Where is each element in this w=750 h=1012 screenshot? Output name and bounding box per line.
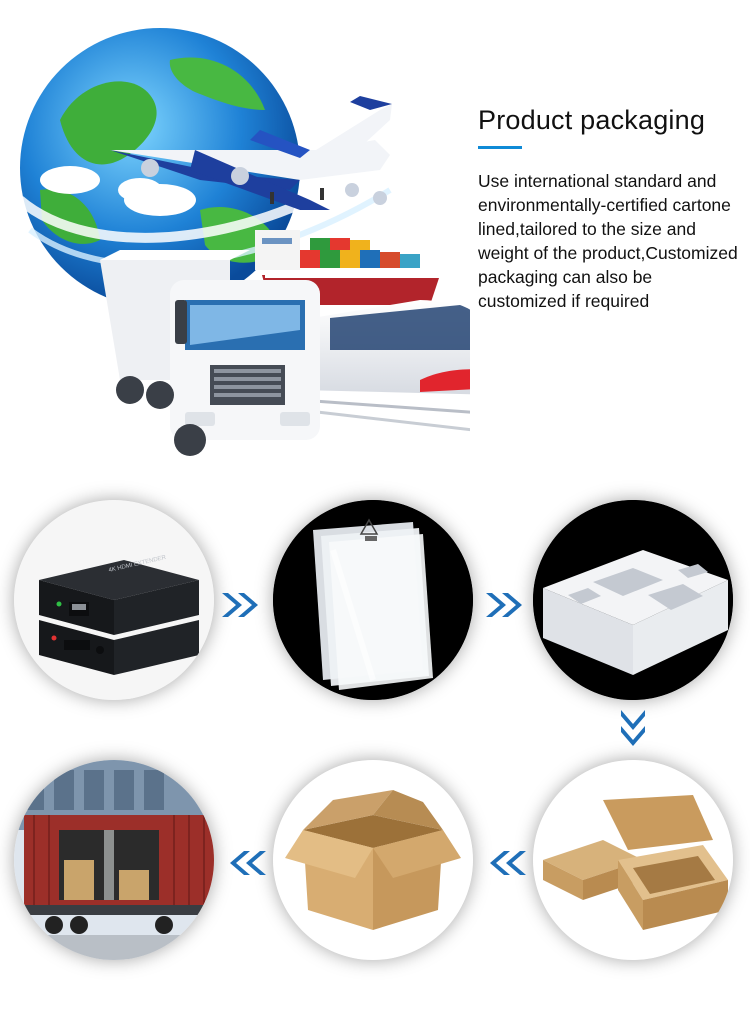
plastic-bag-icon <box>273 500 473 700</box>
packaging-description: Use international standard and environme… <box>478 171 738 312</box>
logistics-illustration <box>0 0 470 470</box>
step-cardboard-box <box>533 760 733 960</box>
arrow-down-icon <box>618 708 648 752</box>
step-product: 4K HDMI EXTENDER <box>14 500 214 700</box>
arrow-right-icon <box>484 590 528 620</box>
truck-icon <box>100 250 320 456</box>
train-icon <box>299 300 470 432</box>
airplane-icon <box>110 96 392 210</box>
arrow-left-icon <box>484 848 528 878</box>
hdmi-extender-icon: 4K HDMI EXTENDER <box>14 500 214 700</box>
arrow-left-icon <box>224 848 268 878</box>
globe-icon <box>16 28 392 308</box>
step-foam-insert <box>533 500 733 700</box>
arrow-right-icon <box>220 590 264 620</box>
title-underline <box>478 146 522 150</box>
foam-insert-icon <box>533 500 733 700</box>
page-title: Product packaging <box>478 105 706 135</box>
cardboard-box-icon <box>533 760 733 960</box>
step-shipping <box>14 760 214 960</box>
step-carton <box>273 760 473 960</box>
step-plastic-bag <box>273 500 473 700</box>
packaging-info: Product packaging Use international stan… <box>478 104 744 313</box>
open-carton-icon <box>273 760 473 960</box>
shipping-container-icon <box>14 760 214 960</box>
